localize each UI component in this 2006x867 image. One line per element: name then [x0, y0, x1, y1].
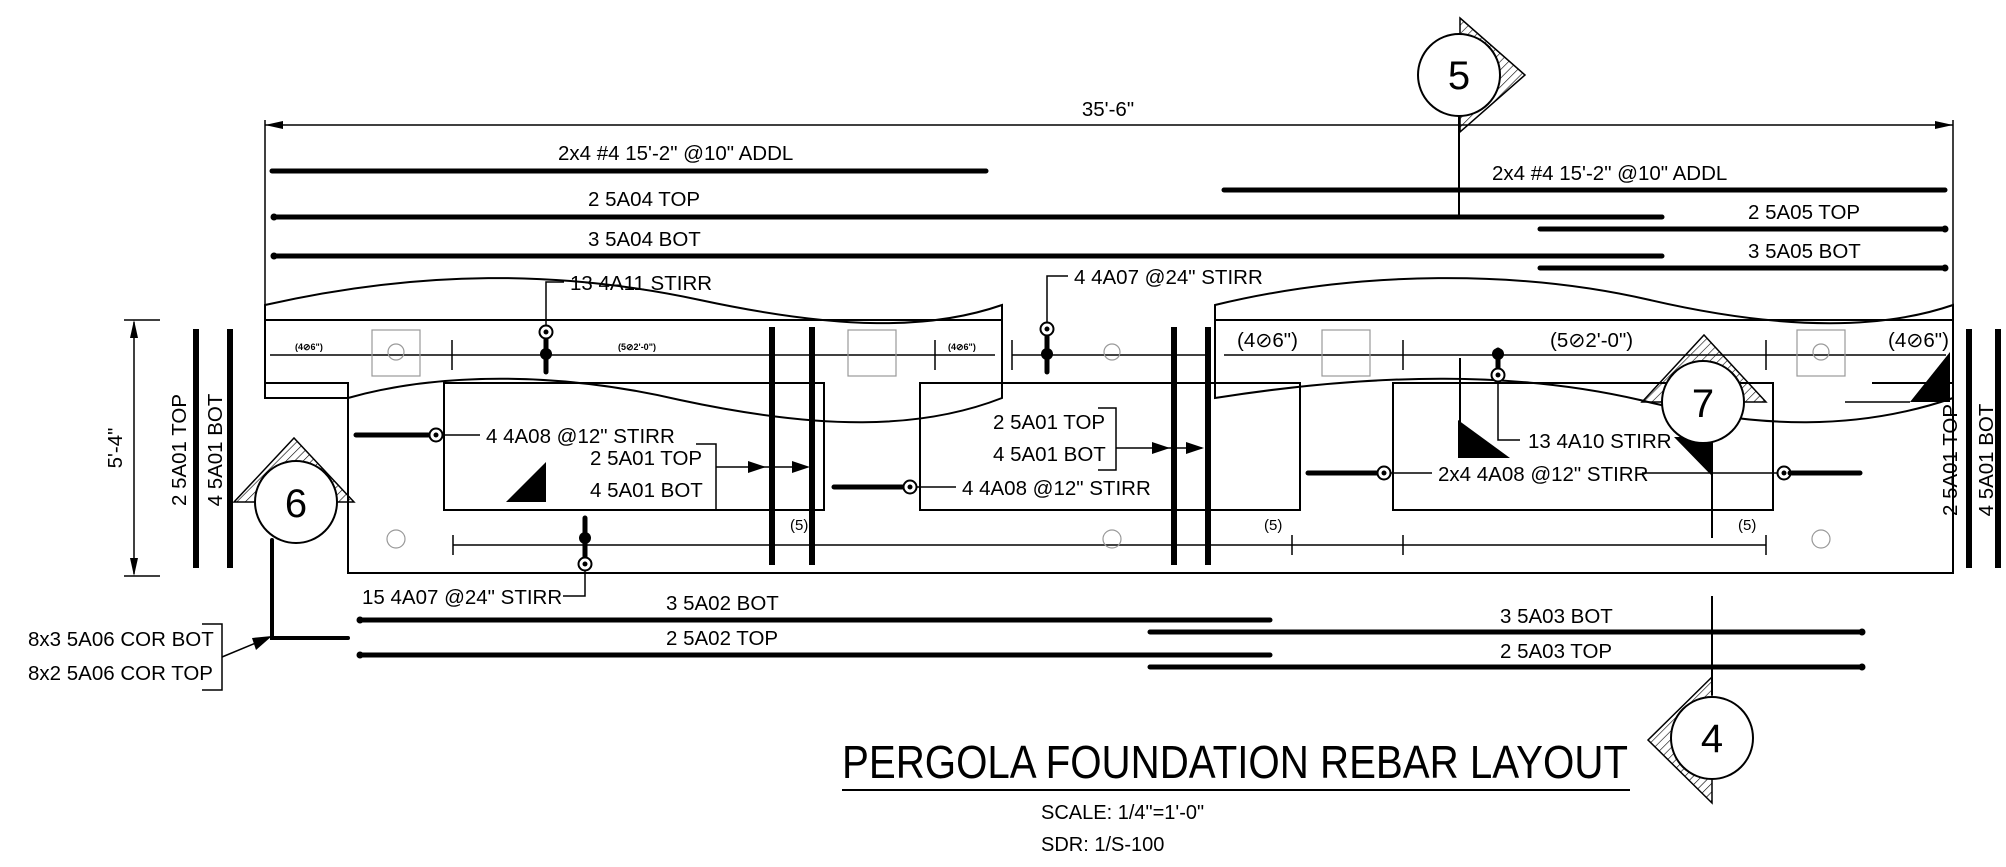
- section-marker-6: 6: [232, 436, 356, 640]
- stirr-4a07-15-label: 15 4A07 @24" STIRR: [362, 586, 562, 609]
- vert-left-top-label: 2 5A01 TOP: [168, 394, 191, 506]
- sdr-label: SDR: 1/S-100: [1041, 834, 1164, 856]
- bubble-7-label: 7: [1692, 382, 1714, 426]
- bot-5a01-left-label: 4 5A01 BOT: [590, 479, 703, 502]
- segment-dims: (4⊘6") (5⊘2'-0") (4⊘6") (4⊘6") (5⊘2'-0")…: [295, 329, 1949, 534]
- addl-right-label: 2x4 #4 15'-2" @10" ADDL: [1492, 162, 1727, 185]
- count-2: (5): [1264, 517, 1282, 534]
- cor-bot-label: 8x3 5A06 COR BOT: [28, 628, 214, 651]
- top-5a01-mid-label: 2 5A01 TOP: [993, 411, 1105, 434]
- stirr-4a10-label: 13 4A10 STIRR: [1528, 430, 1672, 453]
- title-block: PERGOLA FOUNDATION REBAR LAYOUT SCALE: 1…: [842, 736, 1630, 856]
- scale-label: SCALE: 1/4"=1'-0": [1041, 802, 1204, 824]
- stirr-4a08-right-label: 2x4 4A08 @12" STIRR: [1438, 463, 1648, 486]
- vertical-bars: [193, 327, 2001, 568]
- bubble-6-label: 6: [285, 482, 307, 526]
- seg-left-b: (5⊘2'-0"): [618, 342, 656, 352]
- overall-dim-label: 35'-6": [1082, 98, 1134, 121]
- section-marker-5: 5: [1417, 16, 1527, 217]
- stirr-4a11-label: 13 4A11 STIRR: [570, 272, 712, 295]
- bot-5a01-mid-label: 4 5A01 BOT: [993, 443, 1106, 466]
- section-marker-7: 7: [1640, 333, 1768, 444]
- cor-top-label: 8x2 5A06 COR TOP: [28, 662, 213, 685]
- seg-right-b: (5⊘2'-0"): [1550, 329, 1633, 352]
- stirr-4a08-left-label: 4 4A08 @12" STIRR: [486, 425, 675, 448]
- 5a04-top-label: 2 5A04 TOP: [588, 188, 700, 211]
- count-1: (5): [790, 517, 808, 534]
- stirr-4a07-24-label: 4 4A07 @24" STIRR: [1074, 266, 1263, 289]
- overall-dimension: 35'-6": [264, 98, 1954, 315]
- count-3: (5): [1738, 517, 1756, 534]
- addl-left-label: 2x4 #4 15'-2" @10" ADDL: [558, 142, 793, 165]
- bubble-4-label: 4: [1701, 717, 1723, 761]
- lower-rebar: 3 5A02 BOT 2 5A02 TOP 3 5A03 BOT 2 5A03 …: [356, 592, 1866, 671]
- stirrup-callouts: 13 4A11 STIRR 4 4A07 @24" STIRR 4 4A08 @…: [353, 266, 1863, 609]
- stirr-4a08-mid-label: 4 4A08 @12" STIRR: [962, 477, 1151, 500]
- 5a05-top-label: 2 5A05 TOP: [1748, 201, 1860, 224]
- 5a05-bot-label: 3 5A05 BOT: [1748, 240, 1861, 263]
- seg-right-a: (4⊘6"): [1237, 329, 1298, 352]
- 5a02-bot-label: 3 5A02 BOT: [666, 592, 779, 615]
- vert-right-bot-label: 4 5A01 BOT: [1975, 403, 1998, 516]
- vert-right-top-label: 2 5A01 TOP: [1939, 404, 1962, 516]
- upper-rebar: 2x4 #4 15'-2" @10" ADDL 2x4 #4 15'-2" @1…: [269, 142, 1949, 272]
- top-5a01-left-label: 2 5A01 TOP: [590, 447, 702, 470]
- height-dimension: 5'-4": [104, 319, 160, 577]
- drawing-title: PERGOLA FOUNDATION REBAR LAYOUT: [842, 736, 1628, 788]
- section-marker-4: 4: [1646, 596, 1754, 805]
- 5a03-top-label: 2 5A03 TOP: [1500, 640, 1612, 663]
- 5a03-bot-label: 3 5A03 BOT: [1500, 605, 1613, 628]
- bubble-5-label: 5: [1448, 54, 1470, 98]
- 5a02-top-label: 2 5A02 TOP: [666, 627, 778, 650]
- seg-right-c: (4⊘6"): [1888, 329, 1949, 352]
- 5a04-bot-label: 3 5A04 BOT: [588, 228, 701, 251]
- seg-left-c: (4⊘6"): [948, 342, 976, 352]
- seg-left-a: (4⊘6"): [295, 342, 323, 352]
- beam-outlines: [264, 277, 1954, 574]
- corner-bar-callout: 8x3 5A06 COR BOT 8x2 5A06 COR TOP: [28, 623, 272, 691]
- vert-left-bot-label: 4 5A01 BOT: [204, 393, 227, 506]
- height-dim-label: 5'-4": [104, 428, 127, 469]
